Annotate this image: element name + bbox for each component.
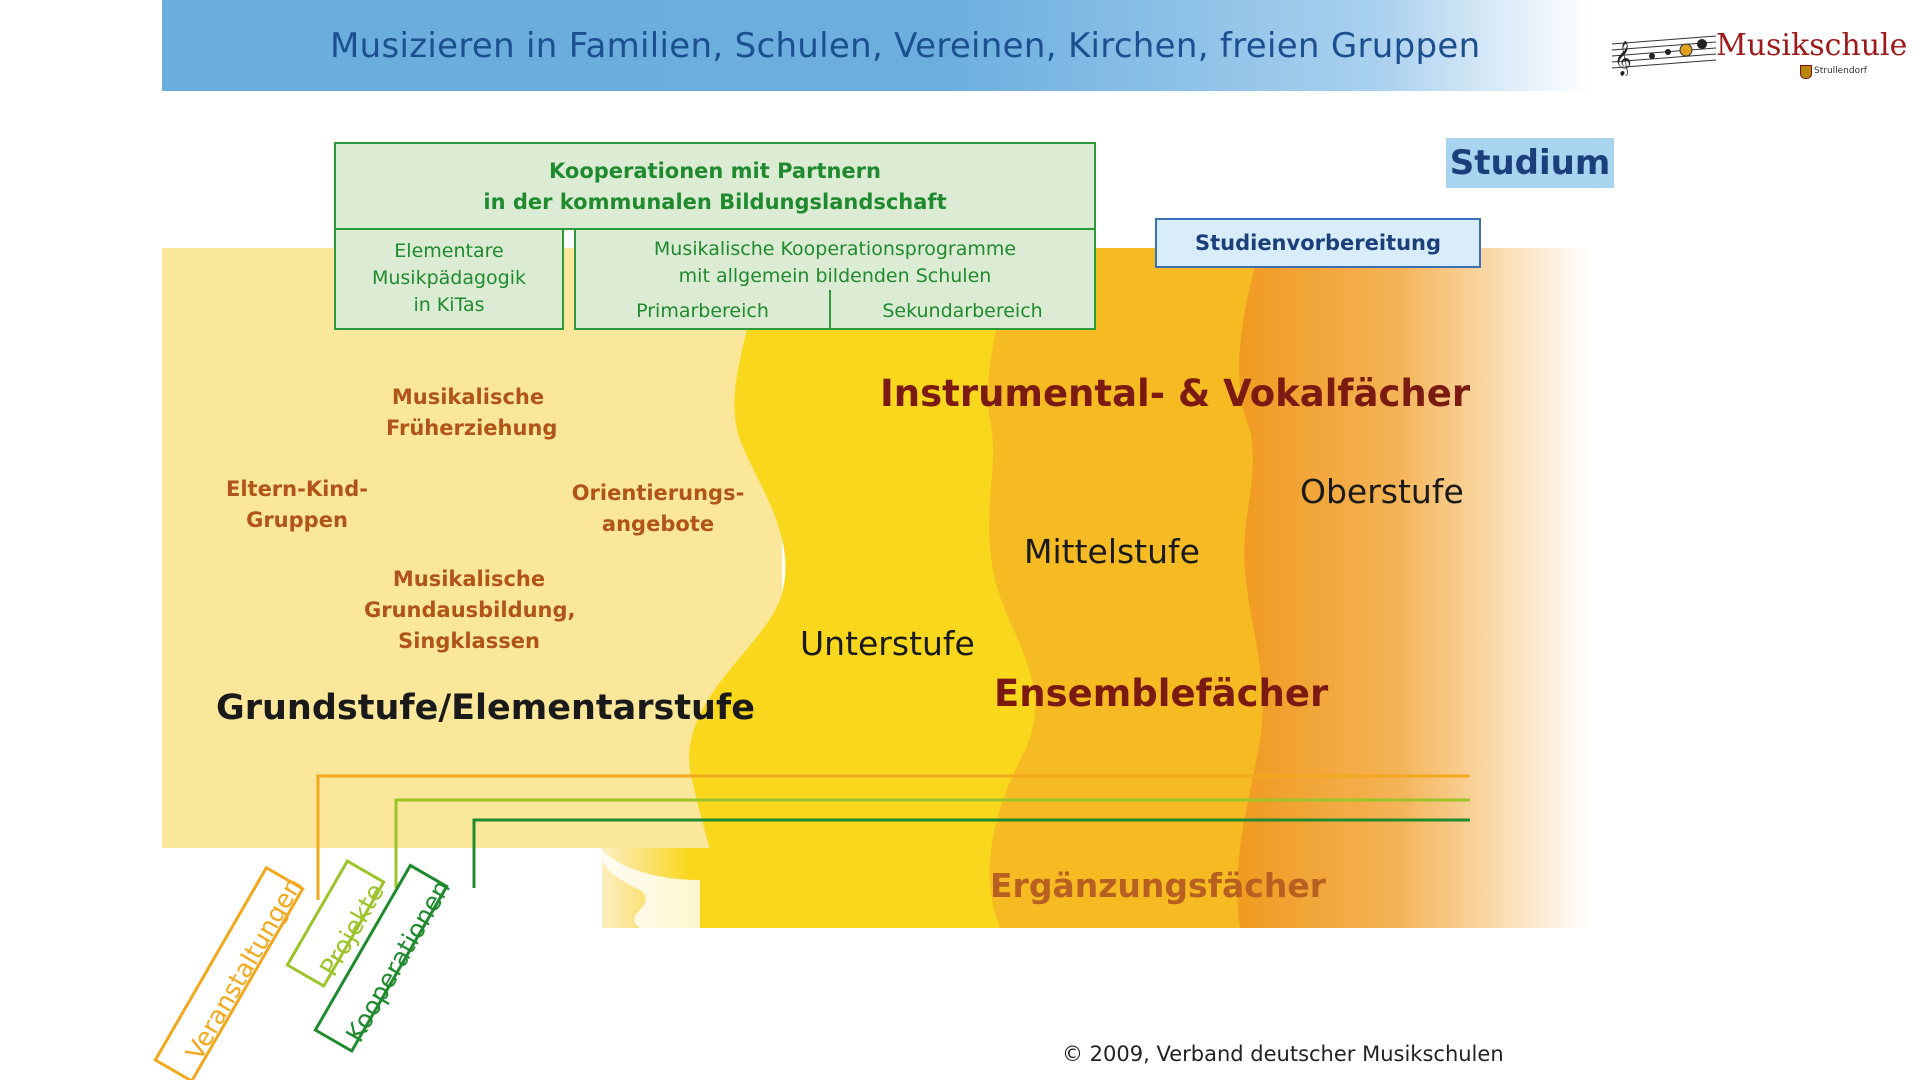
musikschule-logo: 𝄞 Musikschule Strullendorf (1612, 28, 1907, 80)
cooperation-main-box: Kooperationen mit Partnern in der kommun… (334, 142, 1096, 230)
logo-name: Musikschule (1716, 28, 1908, 63)
cooperation-main-line1: Kooperationen mit Partnern (548, 159, 881, 183)
schools-divider (829, 290, 831, 330)
cooperation-schools-box: Musikalische Kooperationsprogramme mit a… (574, 228, 1096, 330)
schools-line1: Musikalische Kooperationsprogramme (653, 238, 1017, 260)
ergaenzung-label: Ergänzungsfächer (990, 866, 1326, 905)
schools-line2: mit allgemein bildenden Schulen (678, 265, 992, 287)
tag-veranstaltungen-box (153, 865, 305, 1080)
kita-line3: in KiTas (413, 294, 485, 316)
ensemble-label: Ensemblefächer (994, 672, 1329, 715)
line-projekte (394, 798, 1470, 888)
grundausbildung-line3: Singklassen (398, 629, 540, 653)
copyright-notice: © 2009, Verband deutscher Musikschulen (1062, 1042, 1504, 1066)
tag-kooperationen-box (313, 863, 449, 1054)
field-oberstufe (1237, 248, 1590, 928)
grundstufe-label: Grundstufe/Elementarstufe (216, 688, 755, 728)
cooperation-kita-box: Elementare Musikpädagogik in KiTas (334, 228, 564, 330)
frueherziehung-label: Musikalische Früherziehung (386, 382, 558, 444)
frueherziehung-line2: Früherziehung (386, 416, 558, 440)
orientierung-line2: angebote (601, 512, 715, 536)
grundausbildung-line1: Musikalische (392, 567, 546, 591)
studienvorbereitung-label: Studienvorbereitung (1155, 218, 1481, 268)
kita-line1: Elementare (394, 240, 504, 262)
crest-icon (1800, 65, 1812, 79)
line-veranstaltungen (316, 774, 1470, 900)
primary-label: Primarbereich (636, 300, 769, 322)
grundausbildung-label: Musikalische Grundausbildung, Singklasse… (364, 564, 576, 657)
tag-projekte-box (285, 859, 386, 989)
mittelstufe-label: Mittelstufe (1024, 532, 1200, 571)
secondary-label: Sekundarbereich (882, 300, 1043, 322)
field-mittelstufe (987, 248, 1300, 928)
svg-text:𝄞: 𝄞 (1614, 41, 1632, 76)
eltern-line2: Gruppen (246, 508, 348, 532)
instrumental-vokal-label: Instrumental- & Vokalfächer (880, 372, 1471, 415)
oberstufe-label: Oberstufe (1300, 472, 1464, 511)
field-bottom-wave (600, 848, 700, 928)
field-elementary (162, 248, 782, 848)
eltern-kind-label: Eltern-Kind- Gruppen (222, 474, 372, 536)
eltern-line1: Eltern-Kind- (225, 477, 369, 501)
orientierung-label: Orientierungs- angebote (570, 478, 746, 540)
header-title: Musizieren in Familien, Schulen, Vereine… (330, 26, 1481, 66)
grundausbildung-line2: Grundausbildung, (364, 598, 576, 622)
frueherziehung-line1: Musikalische (391, 385, 545, 409)
studium-label: Studium (1446, 138, 1614, 188)
line-kooperationen (472, 818, 1470, 888)
header-band (162, 0, 1592, 91)
cooperation-main-line2: in der kommunalen Bildungslandschaft (483, 190, 947, 214)
kita-line2: Musikpädagogik (371, 267, 527, 289)
music-notes-icon: 𝄞 (1612, 35, 1716, 76)
orientierung-line1: Orientierungs- (571, 481, 745, 505)
unterstufe-label: Unterstufe (800, 624, 975, 663)
logo-place: Strullendorf (1814, 66, 1867, 76)
